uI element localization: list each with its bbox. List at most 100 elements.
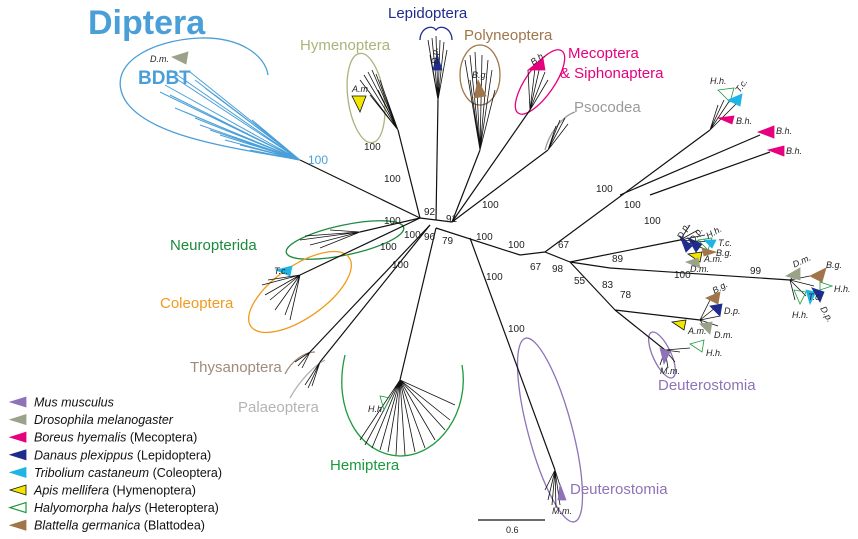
species-tag: A.m. [687, 326, 707, 336]
bootstrap-value: 99 [750, 266, 762, 277]
legend-entry: Danaus plexippus (Lepidoptera) [34, 448, 211, 462]
legend-taxon-group: (Mecoptera) [126, 431, 197, 445]
legend-swatch [8, 431, 27, 443]
species-tag: M.m. [552, 506, 572, 516]
hymenoptera-outline [346, 52, 386, 144]
blattella-triangle [473, 78, 487, 99]
drosophila-triangle [784, 267, 801, 281]
clade-label-siphonaptera: & Siphonaptera [560, 65, 664, 82]
danaus-triangle [679, 234, 693, 253]
leaf-fan [304, 361, 321, 389]
legend-entry: Blattella germanica (Blattodea) [34, 519, 205, 533]
legend-species-name: Blattella germanica [34, 519, 140, 533]
legend-taxon-group: (Hymenoptera) [109, 484, 196, 498]
tribolium-triangle [274, 265, 293, 277]
species-tag: H.h. [792, 310, 809, 320]
branch [435, 99, 439, 221]
clade-outlines [119, 26, 676, 523]
diptera-bootstrap: 100 [308, 153, 328, 167]
species-tag: T.c. [718, 238, 732, 248]
species-tag: B.h. [528, 50, 547, 67]
bootstrap-value: 98 [552, 264, 564, 275]
drosophila-triangle [684, 257, 701, 269]
mus-triangle [557, 483, 567, 501]
bootstrap-value: 83 [602, 280, 614, 291]
species-tag: H.h. [710, 76, 727, 86]
species-tag: B.h. [786, 146, 802, 156]
species-tags: D.m. D.p. A.m. B.g. B.h. H.h. T.c. B.h. … [150, 47, 851, 516]
bdbt-label: BDBT [138, 68, 191, 89]
branch [544, 251, 571, 263]
clade-label-deuterostomia-a: Deuterostomia [658, 377, 756, 394]
thysanoptera-outline [284, 351, 316, 375]
species-tag: T.c. [808, 292, 822, 302]
legend-entry: Apis mellifera (Hymenoptera) [33, 484, 196, 498]
legend-swatch [8, 484, 27, 496]
branch [299, 159, 421, 219]
blattella-triangle [701, 247, 718, 257]
apis-triangle [351, 95, 367, 113]
species-tag: H.h. [834, 284, 851, 294]
legend-swatch [8, 414, 27, 426]
branch [435, 219, 453, 223]
legend-species-name: Apis mellifera [33, 484, 109, 498]
clade-label-lepidoptera: Lepidoptera [388, 5, 468, 22]
lepidoptera-outline [419, 26, 453, 41]
legend-taxon-group: (Coleoptera) [149, 466, 222, 480]
branch [544, 129, 711, 253]
palaeoptera-outline [289, 359, 326, 399]
branch [399, 227, 437, 381]
leaf-fan [709, 99, 737, 131]
diptera-outline [119, 37, 301, 161]
scale-bar: 0.6 [478, 519, 545, 535]
leaf-fan [159, 69, 301, 161]
diptera-title: Diptera [88, 4, 206, 42]
clade-label-neuropterida: Neuropterida [170, 237, 257, 254]
halyomorpha-triangle [717, 87, 735, 103]
mus-triangle [659, 347, 671, 366]
polyneoptera-outline [459, 44, 501, 106]
legend-taxon-group: (Heteroptera) [141, 501, 219, 515]
clade-label-coleoptera: Coleoptera [160, 295, 234, 312]
bootstrap-value: 89 [612, 254, 624, 265]
clade-label-palaeoptera: Palaeoptera [238, 399, 320, 416]
legend-taxon-group: (Blattodea) [140, 519, 205, 533]
bootstrap-value: 100 [476, 232, 493, 243]
branch [319, 224, 431, 363]
clade-label-thysanoptera: Thysanoptera [190, 359, 282, 376]
species-tag: B.h. [736, 116, 752, 126]
branch [469, 237, 556, 471]
legend-entry: Halyomorpha halys (Heteroptera) [34, 501, 219, 515]
clade-label-hymenoptera: Hymenoptera [300, 37, 391, 54]
legend-swatch [8, 396, 27, 408]
blattella-triangle [809, 267, 827, 283]
species-tag: D.m. [714, 330, 733, 340]
species-tag: D.p. [430, 47, 440, 64]
bootstrap-value: 96 [424, 232, 436, 243]
leaf-fan [294, 351, 311, 369]
hemiptera-outline [341, 354, 464, 457]
branch [569, 261, 616, 311]
legend-entry: Boreus hyemalis (Mecoptera) [34, 431, 197, 445]
species-tag: D.m. [690, 264, 709, 274]
tribolium-triangle [805, 289, 817, 306]
bootstrap-value: 100 [486, 272, 503, 283]
apis-triangle [670, 319, 687, 331]
legend-species-name: Boreus hyemalis [34, 431, 126, 445]
legend-species-name: Drosophila melanogaster [34, 413, 174, 427]
species-triangles [170, 51, 834, 501]
species-tag: D.m. [150, 54, 169, 64]
species-tag: A.m. [703, 254, 723, 264]
bootstrap-value: 92 [424, 207, 436, 218]
danaus-triangle [709, 303, 723, 317]
bootstrap-value: 67 [530, 262, 542, 273]
branch [397, 129, 421, 219]
bootstrap-value: 100 [674, 270, 691, 281]
legend-species-name: Halyomorpha halys [34, 501, 141, 515]
branch [451, 149, 481, 223]
boreus-triangle [526, 57, 546, 71]
backbone-branches [299, 99, 791, 471]
bootstrap-value: 100 [380, 242, 397, 253]
branch [359, 217, 421, 233]
legend-species-name: Mus musculus [34, 396, 114, 410]
